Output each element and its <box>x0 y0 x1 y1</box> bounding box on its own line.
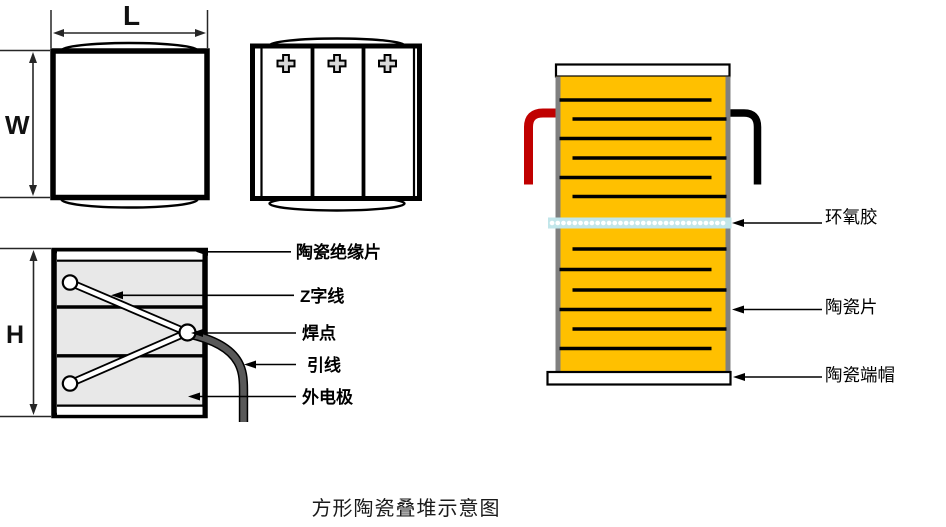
figure-caption: 方形陶瓷叠堆示意图 <box>311 498 501 520</box>
label-epoxy: 环氧胶 <box>825 207 878 227</box>
insulator-strip-bottom <box>57 406 203 415</box>
ceramic-stack-figure <box>524 63 822 386</box>
dimension-label-length: L <box>123 0 141 31</box>
black-lead-wire <box>730 109 762 185</box>
top-view-body <box>50 48 210 201</box>
height-dimension-arrow <box>29 250 38 415</box>
section-view-figure <box>0 247 296 422</box>
label-arrow-solder-joint <box>191 329 296 337</box>
label-arrow-ceramic-end-cap <box>733 373 822 381</box>
label-solder-joint: 焊点 <box>302 324 336 343</box>
label-arrow-z-wire <box>111 291 294 300</box>
label-arrow-outer-electrode <box>188 392 296 401</box>
stack-edge-gray <box>725 228 731 372</box>
label-ceramic-end-cap: 陶瓷端帽 <box>825 365 895 385</box>
stack-edge-gray <box>555 228 561 372</box>
length-dimension-arrow <box>53 29 206 37</box>
dimension-label-width: W <box>5 110 30 140</box>
label-arrow-insulator <box>196 247 291 256</box>
stack-edge-gray <box>725 76 731 218</box>
top-view-figure <box>0 10 210 209</box>
lead-wire-curve <box>187 329 249 422</box>
epoxy-layer <box>548 217 732 229</box>
z-wire <box>68 278 189 388</box>
electrode-lines-upper <box>559 98 727 199</box>
insulator-strip-top <box>57 251 203 260</box>
label-arrow-lead-wire <box>244 360 296 369</box>
polarity-cross-icon <box>276 54 296 73</box>
electrode-lines-lower <box>559 247 727 351</box>
polarity-cross-icon <box>378 54 397 73</box>
label-outer-electrode: 外电极 <box>302 388 353 407</box>
red-lead-wire <box>524 108 556 185</box>
stack-bottom-cap <box>546 370 732 386</box>
label-z-wire: Z字线 <box>300 287 345 306</box>
dimension-label-height: H <box>6 321 25 349</box>
label-insulator: 陶瓷绝缘片 <box>296 243 381 262</box>
polarity-cross-icon <box>327 54 347 73</box>
label-arrow-epoxy <box>732 219 822 227</box>
wire-end-dot <box>61 375 79 392</box>
label-lead-wire: 引线 <box>307 356 341 375</box>
wire-end-dot <box>61 274 79 291</box>
label-ceramic-sheet: 陶瓷片 <box>825 297 878 317</box>
electrode-view-figure <box>250 37 422 212</box>
width-dimension-arrow <box>29 52 37 196</box>
stack-edge-gray <box>555 76 561 218</box>
stack-top-cap <box>554 63 731 78</box>
label-arrow-ceramic-sheet <box>732 305 822 314</box>
